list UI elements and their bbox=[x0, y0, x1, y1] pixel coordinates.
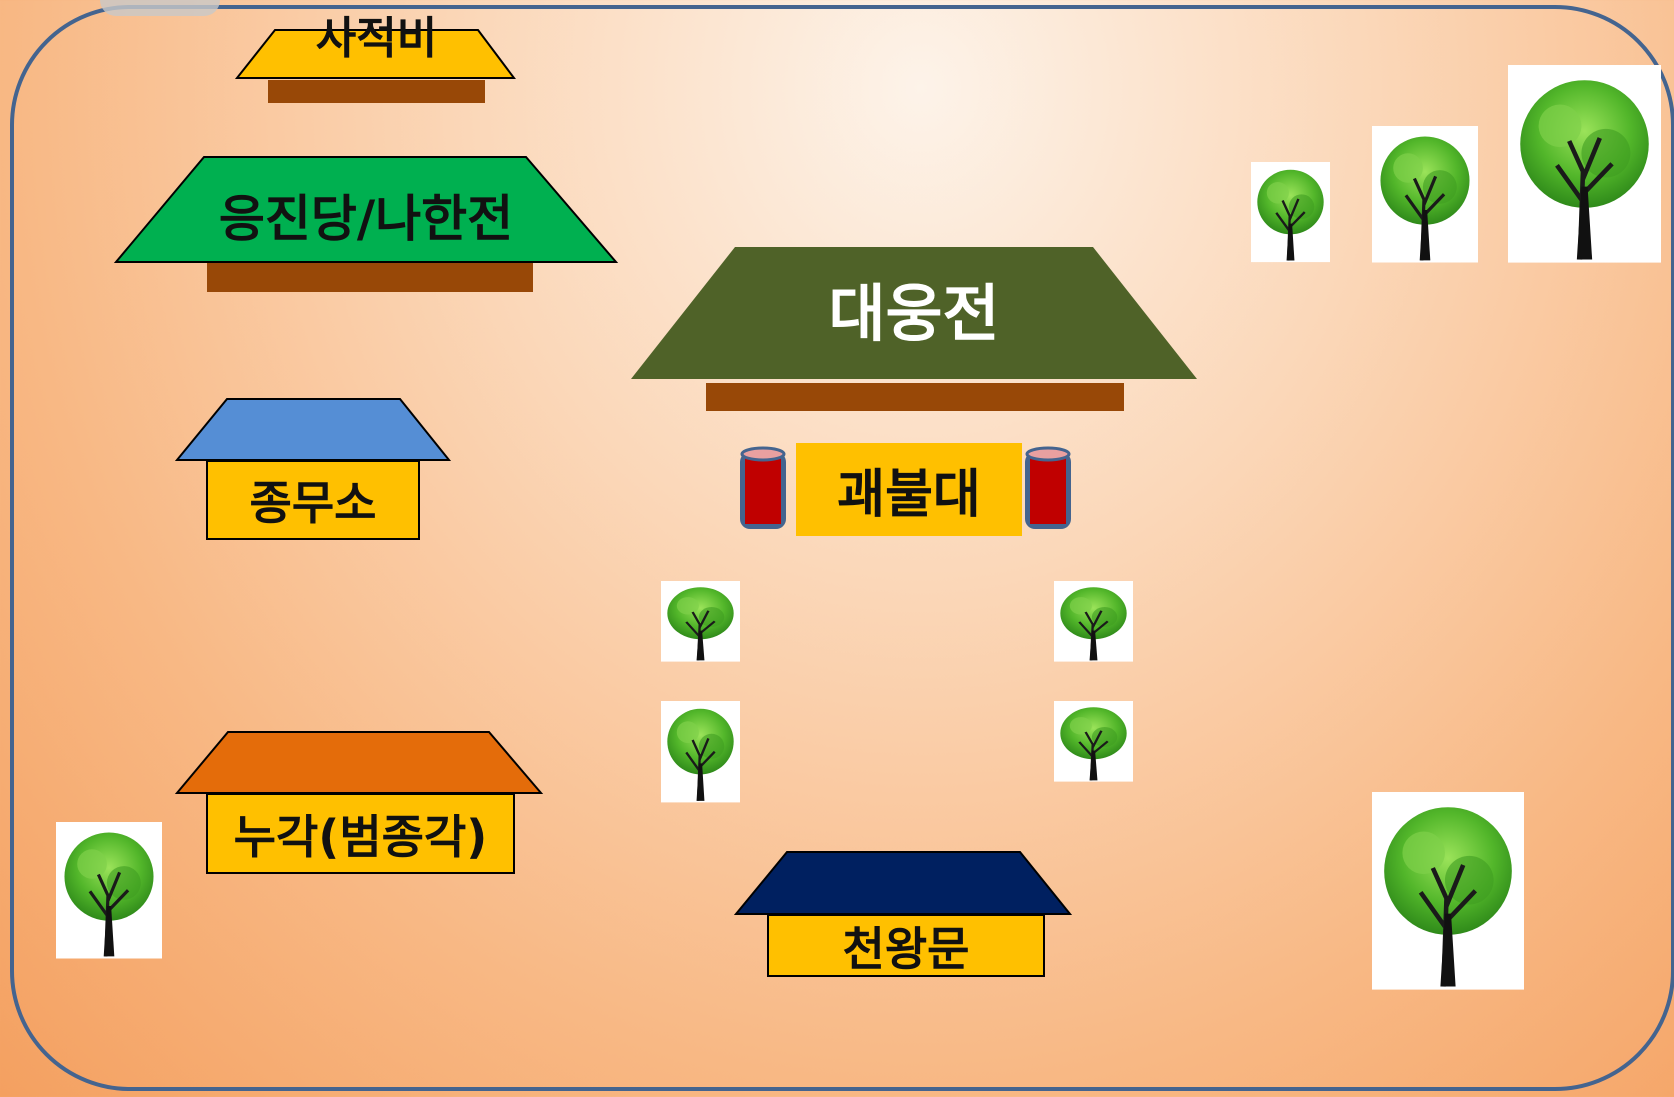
jongmuso-roof bbox=[174, 398, 452, 461]
tree-icon bbox=[1372, 792, 1524, 990]
cheonwangmun-label: 천왕문 bbox=[842, 921, 970, 976]
tree-icon bbox=[659, 699, 742, 804]
stone-decoration bbox=[100, 0, 220, 16]
tree-icon bbox=[1052, 579, 1135, 663]
eungjindang-roof bbox=[113, 156, 619, 263]
temple-layout-frame bbox=[10, 5, 1674, 1091]
gwaebuldae-structure bbox=[740, 443, 1071, 536]
sajeokbi-building bbox=[234, 29, 516, 103]
gwaebuldae-body bbox=[796, 443, 1022, 536]
tree-icon bbox=[1249, 160, 1332, 264]
cheonwangmun-roof bbox=[733, 851, 1073, 915]
jongmuso-body bbox=[206, 460, 420, 540]
nugak-roof bbox=[174, 731, 544, 794]
cheonwangmun-building bbox=[733, 851, 1073, 977]
pillar-icon bbox=[1025, 446, 1071, 529]
nugak-building bbox=[174, 731, 544, 874]
nugak-label: 누각(범종각) bbox=[233, 809, 488, 864]
daeungjeon-building bbox=[631, 247, 1197, 411]
tree-icon bbox=[1508, 65, 1661, 263]
sajeokbi-base bbox=[268, 80, 485, 103]
nugak-body bbox=[206, 793, 515, 874]
pillar-icon bbox=[740, 446, 786, 529]
daeungjeon-label: 대웅전 bbox=[828, 277, 1000, 350]
cheonwangmun-body bbox=[767, 914, 1045, 977]
eungjindang-base bbox=[207, 263, 533, 292]
tree-icon bbox=[1052, 699, 1135, 783]
daeungjeon-base bbox=[706, 383, 1124, 411]
daeungjeon-roof bbox=[631, 247, 1197, 379]
gwaebuldae-label: 괘불대 bbox=[837, 465, 981, 525]
tree-icon bbox=[659, 579, 742, 663]
sajeokbi-label: 사적비 bbox=[315, 13, 438, 64]
eungjindang-building bbox=[113, 156, 619, 292]
tree-icon bbox=[1370, 124, 1480, 265]
eungjindang-label: 응진당/나한전 bbox=[218, 190, 514, 248]
jongmuso-building bbox=[174, 398, 452, 540]
tree-icon bbox=[54, 820, 164, 961]
sajeokbi-roof bbox=[234, 29, 516, 79]
jongmuso-label: 종무소 bbox=[249, 476, 377, 530]
